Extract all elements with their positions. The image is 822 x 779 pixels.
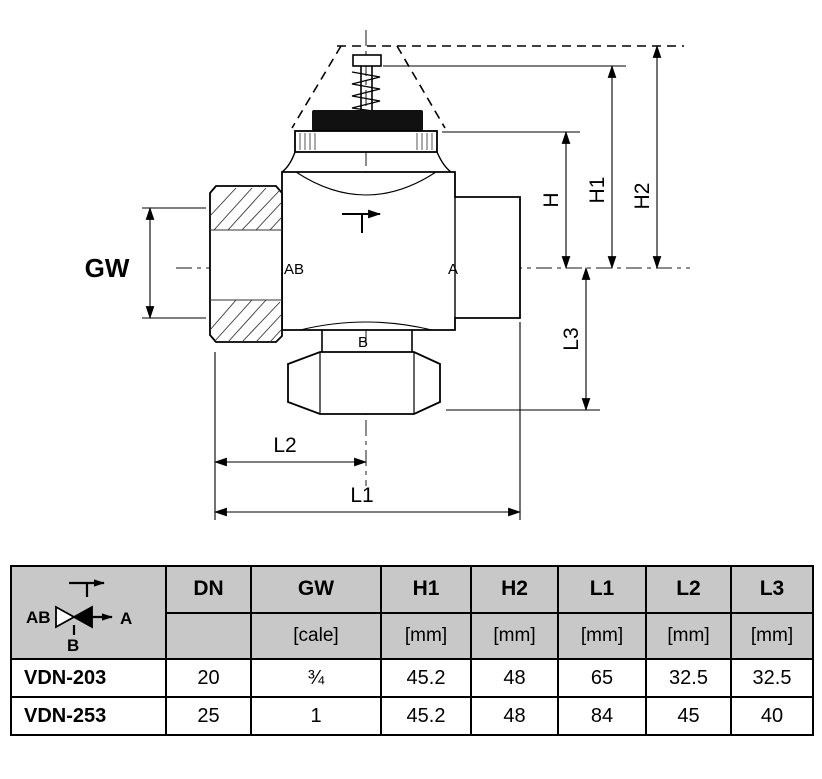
dimension-l-group: L2 L1 <box>213 322 522 520</box>
model-name: VDN-203 <box>10 658 167 698</box>
table-row: VDN-253 25 1 45.2 48 84 45 40 <box>10 696 814 736</box>
cell-l1: 65 <box>557 658 647 698</box>
unit-l2: [mm] <box>645 611 732 660</box>
valve-triangle-right <box>71 605 93 629</box>
cell-l1: 84 <box>557 696 647 736</box>
port-label-a: A <box>448 261 458 278</box>
port-b-hex-nut <box>287 330 441 415</box>
unit-gw: [cale] <box>250 611 382 660</box>
model-name: VDN-253 <box>10 696 167 736</box>
dimension-table: AB A B DN GW H1 H2 L1 L2 L3 <box>10 565 814 736</box>
col-header-l3: L3 <box>730 565 814 614</box>
cell-l2: 45 <box>645 696 732 736</box>
col-header-h2: H2 <box>470 565 559 614</box>
valve-stem <box>351 54 382 113</box>
dimension-h-group: H H1 H2 <box>383 44 662 270</box>
dimension-label-l3: L3 <box>560 327 583 350</box>
spring-icon <box>351 71 381 113</box>
cell-h1: 45.2 <box>380 696 472 736</box>
unit-l3: [mm] <box>730 611 814 660</box>
cell-h2: 48 <box>470 696 559 736</box>
unit-l1: [mm] <box>557 611 647 660</box>
symbol-label-a: A <box>120 609 132 628</box>
actuator-cap <box>312 110 423 131</box>
dimension-gw: GW <box>85 206 206 320</box>
unit-h1: [mm] <box>380 611 472 660</box>
cell-gw: 1 <box>250 696 382 736</box>
dimension-l3: L3 <box>446 266 600 412</box>
cell-gw: ¾ <box>250 658 382 698</box>
valve-drawing-svg: AB A B GW <box>85 30 690 520</box>
dimension-label-h: H <box>540 192 563 207</box>
port-label-b: B <box>358 334 368 351</box>
gw-threaded-fitting <box>209 185 283 343</box>
valve-schematic-symbol: AB A B <box>26 579 132 655</box>
symbol-label-b: B <box>67 636 79 653</box>
col-header-l1: L1 <box>557 565 647 614</box>
col-header-gw: GW <box>250 565 382 614</box>
valve-symbol-cell: AB A B <box>10 565 167 660</box>
cell-l3: 40 <box>730 696 814 736</box>
dimension-label-h1: H1 <box>586 177 609 204</box>
col-header-h1: H1 <box>380 565 472 614</box>
actuator-dashed-outline <box>291 45 684 129</box>
port-labels: AB A B <box>284 261 458 351</box>
units-row: [cale] [mm] [mm] [mm] [mm] [mm] <box>11 611 814 660</box>
cell-l2: 32.5 <box>645 658 732 698</box>
col-header-dn: DN <box>165 565 252 614</box>
cell-h2: 48 <box>470 658 559 698</box>
port-label-ab: AB <box>284 261 304 278</box>
col-header-l2: L2 <box>645 565 732 614</box>
dimension-label-l2: L2 <box>273 434 296 457</box>
flow-direction-icon <box>68 579 105 597</box>
unit-dn <box>165 611 252 660</box>
dimension-label-l1: L1 <box>350 484 373 507</box>
unit-h2: [mm] <box>470 611 559 660</box>
cell-dn: 20 <box>165 658 252 698</box>
header-row: AB A B DN GW H1 H2 L1 L2 L3 <box>10 565 814 660</box>
table-row: VDN-203 20 ¾ 45.2 48 65 32.5 32.5 <box>10 658 814 698</box>
flow-direction-icon <box>342 209 382 233</box>
valve-triangle-left <box>54 605 76 629</box>
valve-technical-drawing: AB A B GW <box>85 30 690 520</box>
valve-body <box>281 151 521 331</box>
symbol-label-ab: AB <box>26 608 51 627</box>
cell-h1: 45.2 <box>380 658 472 698</box>
centerlines <box>176 30 690 486</box>
bonnet-collar <box>294 130 438 153</box>
cell-dn: 25 <box>165 696 252 736</box>
cell-l3: 32.5 <box>730 658 814 698</box>
dimension-label-h2: H2 <box>631 183 654 210</box>
dimension-label-gw: GW <box>85 253 130 283</box>
